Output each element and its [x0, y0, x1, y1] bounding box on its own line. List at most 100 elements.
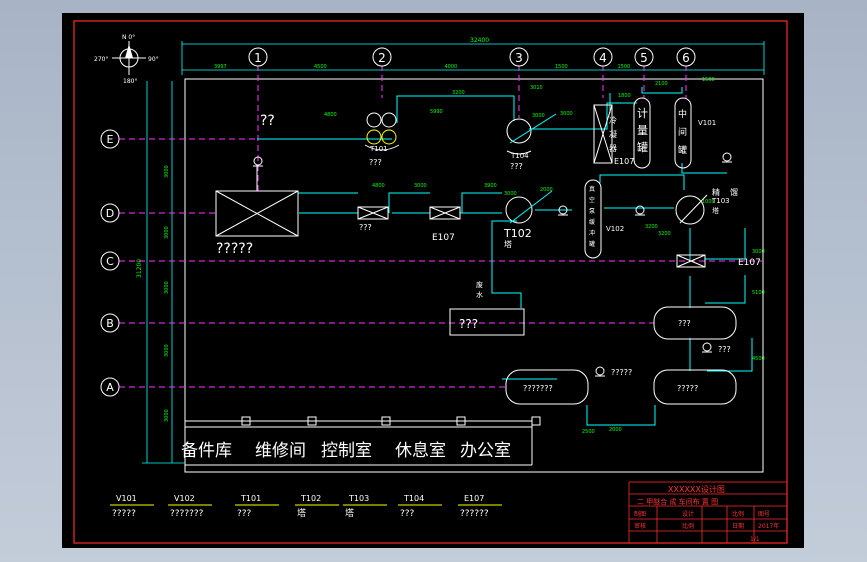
- room-block: [185, 416, 541, 466]
- row-dimension: 3000: [164, 409, 170, 422]
- vertical-char: 器: [609, 144, 617, 153]
- vertical-char: 罐: [678, 144, 687, 156]
- room-label: 控制室: [321, 441, 372, 461]
- waste-box-label: ???: [459, 317, 478, 331]
- hx1-label: ???: [359, 223, 372, 232]
- row-axis-label: E: [107, 133, 114, 146]
- room-label: 休息室: [395, 441, 446, 461]
- vertical-char: 废: [476, 280, 483, 289]
- pipe-dimension: 2000: [540, 187, 553, 193]
- v102-label: V102: [606, 225, 624, 233]
- pipe-dimension: 4800: [324, 112, 337, 118]
- pump-symbol: [558, 205, 568, 216]
- outer-frame: [73, 20, 788, 544]
- tank-a1-label: ???????: [523, 384, 553, 393]
- e107-right-label: E107: [738, 258, 761, 268]
- room-label: 维修间: [255, 441, 306, 461]
- pipe-lines: [257, 87, 753, 426]
- pipe-dimension: 4500: [752, 356, 765, 362]
- equipment-legend: V101?????V102???????T101???T102塔T103塔T10…: [110, 494, 502, 519]
- row-axis-bubble: [100, 313, 120, 333]
- row-axis-label: D: [106, 207, 114, 220]
- compass-north-label: N 0°: [122, 34, 135, 41]
- compass-west-label: 270°: [94, 56, 108, 63]
- pipe-dimension: 3000: [560, 111, 573, 117]
- row-axis-bubble: [100, 377, 120, 397]
- title-block-cell: 比例: [682, 522, 694, 530]
- t104-vessel: [506, 113, 557, 155]
- pump-b-label: ???: [718, 345, 731, 354]
- legend-code: T101: [240, 494, 261, 503]
- row-dimension: 3000: [164, 344, 170, 357]
- tank-a2: [653, 369, 737, 405]
- legend-code: E107: [464, 494, 484, 503]
- vertical-char: 空: [589, 196, 595, 204]
- overall-dimension: 32400: [470, 37, 489, 44]
- legend-name: 塔: [345, 507, 354, 519]
- heat-exchanger-1: [357, 206, 389, 220]
- vertical-char: 缓: [589, 218, 595, 226]
- row-axis-label: C: [106, 255, 114, 268]
- room-label: 办公室: [460, 441, 511, 461]
- middle-tank: [674, 97, 692, 169]
- column-axis-label: 3: [515, 51, 523, 65]
- pipe-dimension: 3200: [452, 90, 465, 96]
- pipe-dimension: 3010: [530, 85, 543, 91]
- row-axis-label: A: [106, 381, 114, 394]
- pipe-dimension: 3900: [484, 183, 497, 189]
- t104-label: T104: [510, 152, 529, 160]
- column-axis-bubble: [676, 47, 696, 67]
- t103-tower: [675, 194, 708, 225]
- column-axis-label: 6: [682, 51, 690, 65]
- legend-name: 塔: [297, 507, 306, 519]
- pump-symbol: [722, 152, 732, 163]
- pump-symbol: [253, 156, 263, 167]
- title-block-title: XXXXXX设计图: [668, 484, 725, 494]
- pipe-dimension: 3000: [504, 191, 517, 197]
- t102-tower: [505, 190, 553, 224]
- pipe-dimension: 3200: [645, 224, 658, 230]
- column-axis-label: 5: [640, 51, 648, 65]
- vertical-char: 计: [637, 107, 648, 120]
- column-dimension: 4000: [445, 64, 458, 70]
- pipe-dimension: 3000: [752, 249, 765, 255]
- vertical-char: 量: [637, 124, 648, 137]
- tank-b: [653, 306, 737, 340]
- condenser-column: [593, 104, 613, 164]
- column-axis-label: 2: [378, 51, 386, 65]
- vertical-char: 罐: [589, 240, 595, 248]
- heat-exchanger-2: [429, 206, 461, 220]
- title-block-cell: 比例: [732, 510, 744, 518]
- title-block-cell: 图号: [758, 511, 770, 518]
- row-dimension: 3000: [164, 226, 170, 239]
- e107-top-label: E107: [614, 157, 634, 166]
- vertical-char: 水: [476, 290, 483, 299]
- title-block-cell: 设计: [682, 510, 694, 518]
- vertical-char: 凝: [609, 129, 617, 139]
- column-axis-bubble: [634, 47, 654, 67]
- vertical-char: 中: [678, 108, 687, 120]
- row-total-dimension: 31200: [136, 259, 143, 278]
- title-block-cell: 日期: [732, 522, 744, 530]
- pump-symbol: [702, 342, 712, 353]
- tank-a1: [505, 369, 589, 405]
- row-dimension: 3000: [164, 165, 170, 178]
- left-dimension-lines: [142, 81, 185, 464]
- column-dimension: 1500: [618, 64, 631, 70]
- column-axis-bubble: [593, 47, 613, 67]
- legend-code: T104: [403, 494, 424, 503]
- compass-east-label: 90°: [148, 56, 159, 63]
- v102-vessel: [584, 179, 602, 259]
- column-axis-bubble: [372, 47, 392, 67]
- pipe-dimension: 2500: [582, 429, 595, 435]
- pump-a-label: ?????: [611, 368, 632, 377]
- meter-tank: [633, 97, 651, 169]
- legend-name: ?????: [112, 509, 136, 519]
- column-axis-label: 1: [254, 51, 262, 65]
- top-dimension-lines: [181, 41, 765, 75]
